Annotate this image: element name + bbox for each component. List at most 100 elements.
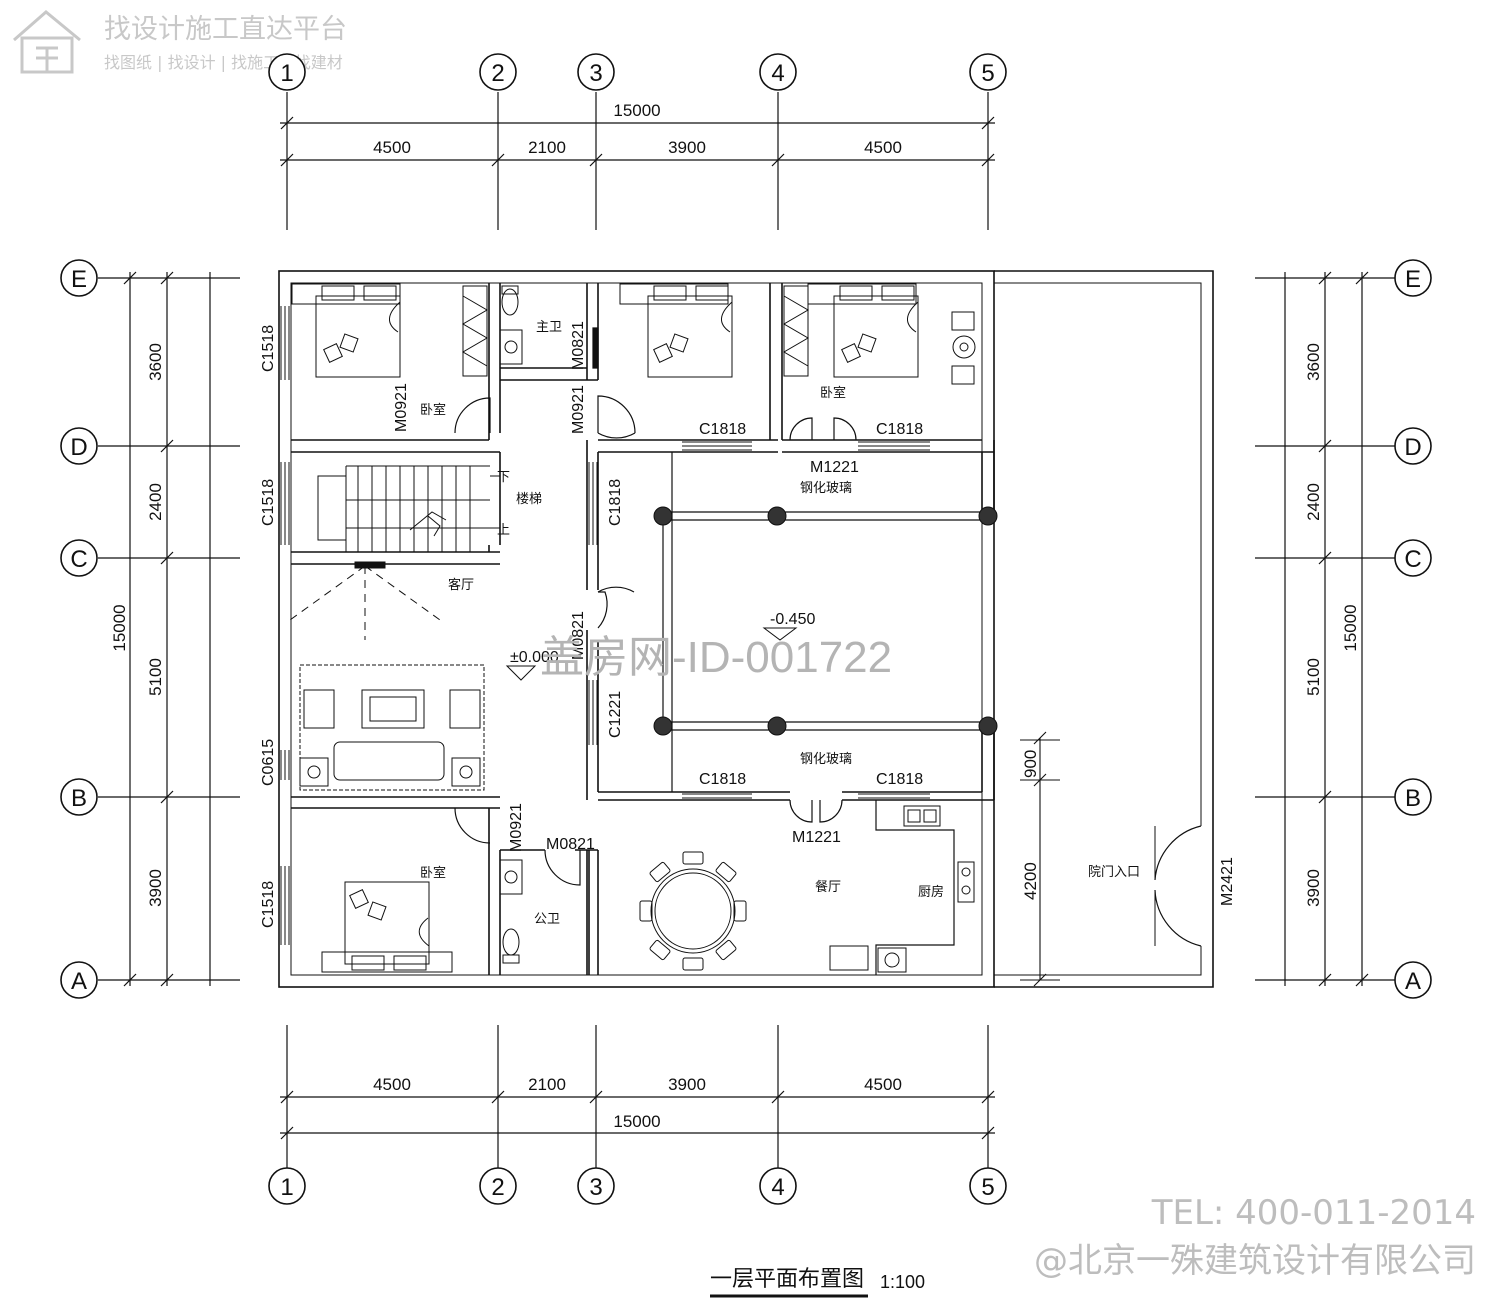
tv-cabinet xyxy=(361,689,425,729)
room-label-courtyard-entry: 院门入口 xyxy=(1088,865,1140,880)
room-label-master-bath: 主卫 xyxy=(536,320,562,335)
bottom-dimension-lines xyxy=(280,1025,995,1168)
door-m0821-c: M0821 xyxy=(546,836,595,853)
left-dimension-E-D: 3600 xyxy=(146,343,165,381)
window-c1818-c: C1818 xyxy=(699,771,746,788)
axis-2-top-bubble xyxy=(479,53,517,91)
courtyard-level-mark: -0.450 xyxy=(770,611,815,628)
axis-1-bottom-label: 1 xyxy=(280,1174,293,1201)
dining-table xyxy=(650,868,736,954)
axis-4-bottom-label: 4 xyxy=(771,1174,784,1201)
axis-bubbles-bottom xyxy=(268,1167,1007,1205)
axis-B-right-bubble xyxy=(1394,778,1432,816)
label-tempered-glass-bottom: 钢化玻璃 xyxy=(800,752,852,767)
center-watermark: 盖房网-ID-001722 xyxy=(540,633,892,682)
bottom-dimension-3-4: 3900 xyxy=(668,1075,706,1094)
room-label-public-bath: 公卫 xyxy=(534,912,560,927)
drawing-title: 一层平面布置图 xyxy=(710,1267,864,1292)
window-c1518-a: C1518 xyxy=(260,325,277,372)
sofa xyxy=(333,741,445,781)
tel-watermark: TEL: 400-011-2014 xyxy=(1151,1193,1476,1233)
axis-E-left-bubble xyxy=(60,259,98,297)
axis-bubbles-left xyxy=(60,259,98,999)
house-inner-wall-line xyxy=(290,282,983,976)
platform-title: 找设计施工直达平台 xyxy=(104,14,347,45)
axis-3-bottom-bubble xyxy=(577,1167,615,1205)
axis-4-bottom-bubble xyxy=(759,1167,797,1205)
left-axis-lines xyxy=(98,271,240,987)
room-label-dining: 餐厅 xyxy=(815,879,841,895)
label-tempered-glass-top: 钢化玻璃 xyxy=(800,481,852,496)
axis-3-bottom-label: 3 xyxy=(589,1174,602,1201)
windows xyxy=(280,306,930,945)
axis-5-top-label: 5 xyxy=(981,60,994,87)
left-total-dimension: 15000 xyxy=(110,604,129,651)
axis-A-right-label: A xyxy=(1405,968,1421,995)
axis-B-left-bubble xyxy=(60,778,98,816)
axis-2-bottom-bubble xyxy=(479,1167,517,1205)
room-label-stairs: 楼梯 xyxy=(516,492,542,507)
axis-5-bottom-bubble xyxy=(969,1167,1007,1205)
axis-5-top-bubble xyxy=(969,53,1007,91)
top-dimension-3-4: 3900 xyxy=(668,138,706,157)
axis-D-right-label: D xyxy=(1404,434,1421,461)
wardrobe-ne xyxy=(783,285,809,377)
door-m2421: M2421 xyxy=(1219,857,1236,906)
axis-3-top-label: 3 xyxy=(589,60,602,87)
furniture xyxy=(289,283,1060,987)
right-axis-lines xyxy=(1255,271,1395,987)
axis-1-top-label: 1 xyxy=(280,60,293,87)
top-dimension-1-2: 4500 xyxy=(373,138,411,157)
house-logo-icon xyxy=(13,10,81,74)
floor-level-mark: ±0.000 xyxy=(510,649,559,666)
window-c1818-b: C1818 xyxy=(876,421,923,438)
window-c1818-side: C1818 xyxy=(607,479,624,526)
dining-chairs xyxy=(639,851,747,971)
door-m0921-a: M0921 xyxy=(393,383,410,432)
window-c1518-c: C1518 xyxy=(260,881,277,928)
axis-4-top-label: 4 xyxy=(771,60,784,87)
door-m1221-b: M1221 xyxy=(792,829,841,846)
yard-dimension-900: 900 xyxy=(1021,750,1040,778)
walls xyxy=(278,270,1214,988)
axis-3-top-bubble xyxy=(577,53,615,91)
room-label-bedroom-nw: 卧室 xyxy=(420,402,446,418)
left-dimension-B-A: 3900 xyxy=(146,869,165,907)
room-label-bedroom-sw: 卧室 xyxy=(420,865,446,881)
bed-ne-2 xyxy=(833,295,919,378)
axis-D-left-label: D xyxy=(70,434,87,461)
wardrobe-nw xyxy=(462,285,488,377)
bottom-dimension-2-3: 2100 xyxy=(528,1075,566,1094)
top-dimension-4-5: 4500 xyxy=(864,138,902,157)
right-dimension-D-C: 2400 xyxy=(1304,483,1323,521)
axis-D-right-bubble xyxy=(1394,427,1432,465)
armchair-right xyxy=(449,689,481,729)
axis-B-left-label: B xyxy=(71,785,87,812)
top-dimension-2-3: 2100 xyxy=(528,138,566,157)
axis-C-left-bubble xyxy=(60,539,98,577)
axis-B-right-label: B xyxy=(1405,785,1421,812)
axis-A-left-bubble xyxy=(60,961,98,999)
window-c1818-a: C1818 xyxy=(699,421,746,438)
axis-1-top-bubble xyxy=(268,53,306,91)
room-label-living: 客厅 xyxy=(448,577,474,593)
bottom-dimension-4-5: 4500 xyxy=(864,1075,902,1094)
axis-4-top-bubble xyxy=(759,53,797,91)
bed-nw xyxy=(315,295,401,378)
bottom-dimension-1-2: 4500 xyxy=(373,1075,411,1094)
axis-C-left-label: C xyxy=(70,546,87,573)
window-c0615: C0615 xyxy=(260,739,277,786)
staircase xyxy=(317,465,500,553)
axis-5-bottom-label: 5 xyxy=(981,1174,994,1201)
window-c1221: C1221 xyxy=(607,691,624,738)
axis-A-right-bubble xyxy=(1394,961,1432,999)
right-dimension-B-A: 3900 xyxy=(1304,869,1323,907)
axis-E-left-label: E xyxy=(71,266,87,293)
door-m0821-a: M0821 xyxy=(570,321,587,370)
axis-1-bottom-bubble xyxy=(268,1167,306,1205)
axis-E-right-label: E xyxy=(1405,266,1421,293)
door-m0921-c: M0921 xyxy=(508,803,525,852)
left-dimension-D-C: 2400 xyxy=(146,483,165,521)
left-dimension-C-B: 5100 xyxy=(146,658,165,696)
